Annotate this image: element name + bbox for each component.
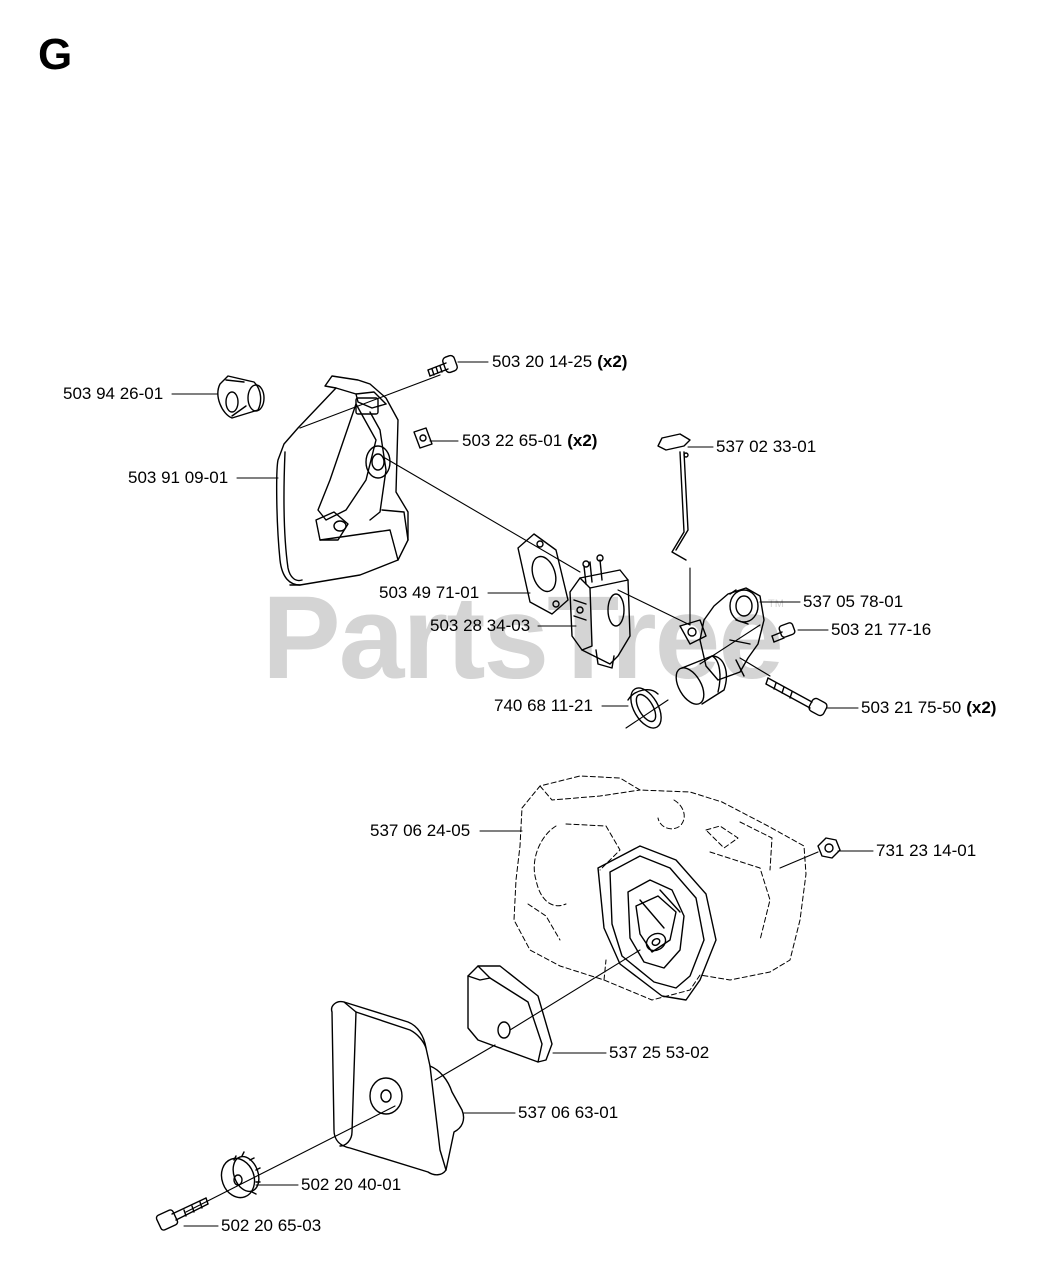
carburetor-drawing (569, 554, 631, 669)
air-filter-holder-drawing (276, 375, 409, 586)
screw-503-21-77-16-drawing (771, 622, 796, 643)
part-number: 740 68 11-21 (494, 696, 593, 715)
part-number: 502 20 65-03 (221, 1216, 322, 1235)
part-label-503-91-09-01[interactable]: 503 91 09-01 (128, 468, 228, 488)
part-label-503-94-26-01[interactable]: 503 94 26-01 (63, 384, 163, 404)
part-label-740-68-11-21[interactable]: 740 68 11-21 (494, 696, 593, 716)
part-number: 537 25 53-02 (609, 1043, 710, 1062)
intake-boot-drawing (217, 375, 265, 419)
section-letter: G (38, 30, 73, 79)
part-number: 503 91 09-01 (128, 468, 229, 487)
part-number: 503 28 34-03 (430, 616, 531, 635)
part-label-537-06-63-01[interactable]: 537 06 63-01 (518, 1103, 618, 1123)
knob-bolt-drawing (155, 1197, 209, 1231)
part-number: 537 02 33-01 (716, 437, 817, 456)
part-quantity: (x2) (567, 431, 598, 450)
part-label-537-05-78-01[interactable]: 537 05 78-01 (803, 592, 903, 612)
cylinder-cover-drawing (513, 775, 807, 1001)
part-label-503-49-71-01[interactable]: 503 49 71-01 (379, 583, 479, 603)
part-number: 731 23 14-01 (876, 841, 977, 860)
hex-nut-drawing (817, 837, 841, 859)
part-number: 503 22 65-01 (462, 431, 563, 450)
watermark: PartsTree (262, 572, 784, 704)
part-label-503-22-65-01[interactable]: 503 22 65-01(x2) (462, 431, 597, 451)
part-label-503-21-77-16[interactable]: 503 21 77-16 (831, 620, 931, 640)
cylinder-intake-frame-drawing (597, 845, 717, 1001)
part-number: 537 05 78-01 (803, 592, 904, 611)
part-label-502-20-65-03[interactable]: 502 20 65-03 (221, 1216, 321, 1236)
choke-lever-drawing (657, 433, 691, 561)
part-number: 537 06 63-01 (518, 1103, 619, 1122)
filter-element-drawing (467, 965, 553, 1063)
intake-manifold-drawing (679, 587, 765, 681)
part-label-537-06-24-05[interactable]: 537 06 24-05 (370, 821, 470, 841)
part-number: 503 20 14-25 (492, 352, 593, 371)
part-number: 502 20 40-01 (301, 1175, 402, 1194)
screw-503-20-14-25-drawing (427, 354, 458, 377)
watermark-trademark: TM (768, 598, 784, 610)
part-label-503-28-34-03[interactable]: 503 28 34-03 (430, 616, 530, 636)
part-number: 503 49 71-01 (379, 583, 480, 602)
part-number: 503 94 26-01 (63, 384, 164, 403)
air-filter-cover-drawing (330, 1000, 465, 1176)
part-number: 503 21 75-50 (861, 698, 962, 717)
part-label-537-02-33-01[interactable]: 537 02 33-01 (716, 437, 816, 457)
long-bolt-drawing (765, 677, 828, 717)
part-label-503-20-14-25[interactable]: 503 20 14-25(x2) (492, 352, 627, 372)
part-label-731-23-14-01[interactable]: 731 23 14-01 (876, 841, 976, 861)
intake-flange-drawing (627, 655, 728, 729)
part-label-503-21-75-50[interactable]: 503 21 75-50(x2) (861, 698, 996, 718)
part-label-502-20-40-01[interactable]: 502 20 40-01 (301, 1175, 401, 1195)
part-quantity: (x2) (597, 352, 628, 371)
assembly-axis-lines (185, 374, 819, 1213)
part-quantity: (x2) (966, 698, 997, 717)
square-nut-drawing (413, 427, 433, 449)
leader-lines (171, 361, 874, 1227)
filter-knob-drawing (220, 1151, 261, 1199)
part-number: 537 06 24-05 (370, 821, 471, 840)
gasket-drawing (517, 533, 569, 615)
part-number: 503 21 77-16 (831, 620, 932, 639)
part-label-537-25-53-02[interactable]: 537 25 53-02 (609, 1043, 709, 1063)
